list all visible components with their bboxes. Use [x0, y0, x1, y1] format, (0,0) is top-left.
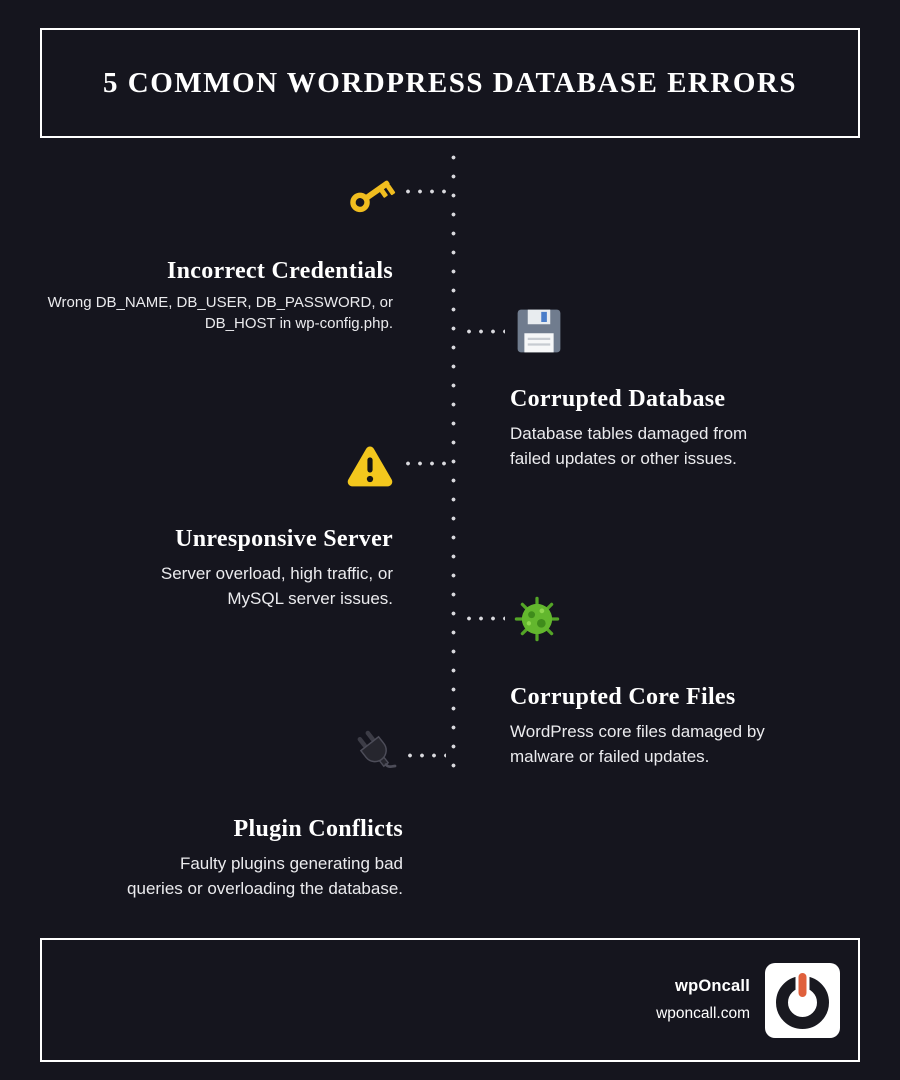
item-description: Server overload, high traffic, or MySQL … [160, 564, 393, 608]
key-icon [346, 168, 398, 220]
virus-icon [511, 593, 563, 645]
item-description: WordPress core files damaged by malware … [510, 722, 765, 766]
brand-text: wpOncall wponcall.com [656, 977, 750, 1023]
connector-dots-5 [404, 753, 446, 758]
timeline-item-corrupted-database: Corrupted Database Database tables damag… [510, 386, 850, 471]
timeline-item-plugin-conflicts: Plugin Conflicts Faulty plugins generati… [13, 816, 403, 901]
brand-logo [765, 962, 840, 1038]
connector-dots-3 [402, 461, 446, 466]
power-icon [776, 969, 829, 1029]
item-title: Plugin Conflicts [233, 816, 403, 842]
item-description: Database tables damaged from failed upda… [510, 424, 748, 468]
item-description: Faulty plugins generating bad queries or… [127, 854, 403, 898]
item-title: Corrupted Core Files [510, 684, 736, 710]
item-title: Incorrect Credentials [166, 258, 393, 284]
brand-website: wponcall.com [656, 1005, 750, 1022]
warning-icon [344, 440, 396, 492]
timeline-item-unresponsive-server: Unresponsive Server Server overload, hig… [13, 526, 393, 611]
floppy-disk-icon [512, 304, 566, 358]
brand-name: wpOncall [675, 977, 750, 995]
footer-box: wpOncall wponcall.com [40, 938, 860, 1062]
item-title: Unresponsive Server [175, 526, 393, 552]
connector-dots-1 [402, 189, 446, 194]
item-title: Corrupted Database [510, 386, 726, 412]
timeline-dotted-line [451, 148, 456, 780]
timeline-item-incorrect-credentials: Incorrect Credentials Wrong DB_NAME, DB_… [13, 258, 393, 334]
page-title: 5 COMMON WORDPRESS DATABASE ERRORS [103, 66, 797, 99]
header-box: 5 COMMON WORDPRESS DATABASE ERRORS [40, 28, 860, 138]
plug-icon [350, 726, 404, 780]
connector-dots-2 [463, 329, 505, 334]
timeline-item-corrupted-core-files: Corrupted Core Files WordPress core file… [510, 684, 855, 769]
connector-dots-4 [463, 616, 505, 621]
item-description: Wrong DB_NAME, DB_USER, DB_PASSWORD, or … [47, 294, 393, 332]
